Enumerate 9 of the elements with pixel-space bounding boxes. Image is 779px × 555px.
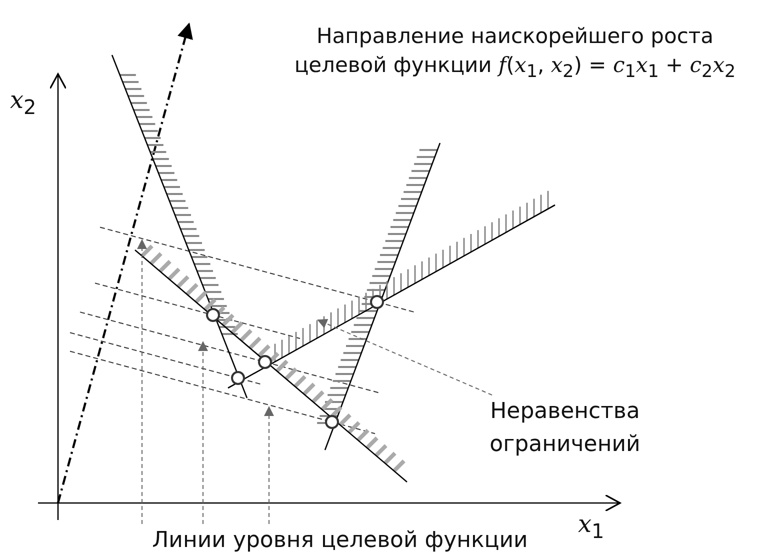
- leader-line: [264, 406, 274, 524]
- annotation-text: Неравенства ограничений: [480, 395, 650, 461]
- leader-line: [198, 341, 208, 524]
- annotation-text: Линии уровня целевой функции: [150, 524, 530, 555]
- axis-label: x$_{2}$: [10, 85, 38, 121]
- leader-line: [317, 318, 492, 396]
- leader-line: [137, 239, 147, 524]
- axis-label: x$_{1}$: [578, 509, 606, 545]
- direction-label: Направление наискорейшего роста целевой функции f(x$_{1}$, x$_{2}$) = c$_{1}$x$_{1}$ + c$_{2}$x$_{2}$: [293, 23, 737, 85]
